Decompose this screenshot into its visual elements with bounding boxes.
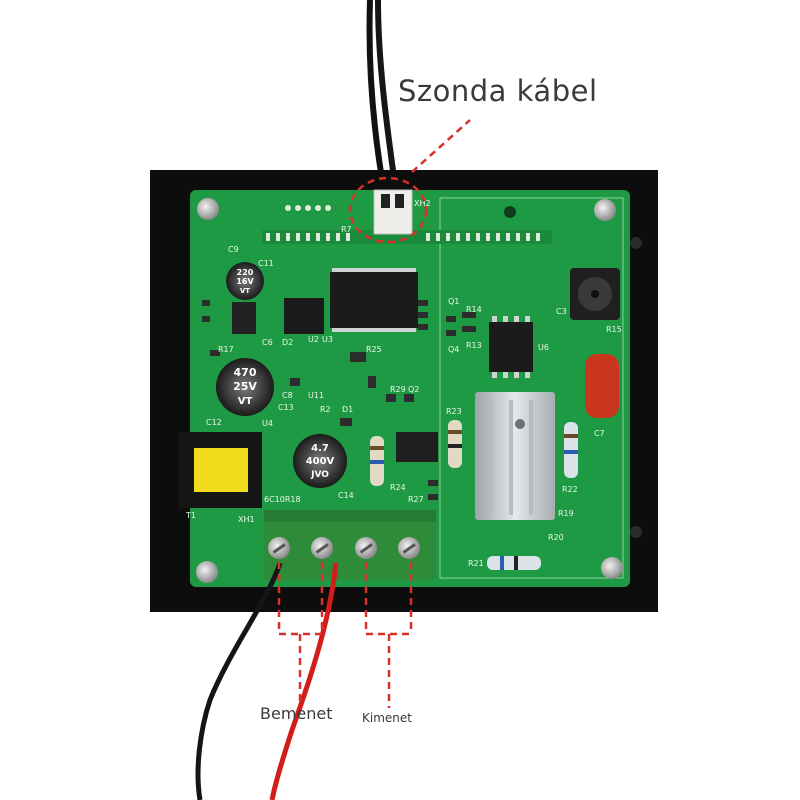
silk-u11: U11 xyxy=(308,391,324,400)
film-capacitor-c7 xyxy=(585,354,619,418)
cap-c14-line1: 4.7 xyxy=(311,443,329,454)
silk-r7: R7 xyxy=(341,225,352,234)
probe-connector xyxy=(373,189,413,235)
cap-c11-line1: 220 xyxy=(237,268,254,277)
silk-r17: R17 xyxy=(218,345,234,354)
silk-c14: C14 xyxy=(338,491,354,500)
cap-c13-line3: VT xyxy=(238,396,253,407)
silk-r27: R27 xyxy=(408,495,424,504)
silk-c12: C12 xyxy=(206,418,222,427)
silk-q1: Q1 xyxy=(448,297,459,306)
silk-r25: R25 xyxy=(366,345,382,354)
silk-r22: R22 xyxy=(562,485,578,494)
silk-u2: U2 xyxy=(308,335,319,344)
cap-c11-line3: VT xyxy=(240,287,250,295)
silk-c8: C8 xyxy=(282,391,293,400)
heatsink xyxy=(475,392,555,520)
pcb-section-outline xyxy=(439,197,624,579)
cap-c14-line3: JVO xyxy=(310,470,329,480)
transformer xyxy=(178,432,262,508)
silk-d2: D2 xyxy=(282,338,293,347)
capacitor-c11: 220 16V VT xyxy=(226,262,264,300)
terminal-block xyxy=(264,510,436,580)
input-wires xyxy=(195,562,339,800)
input-label: Bemenet xyxy=(260,704,333,723)
silk-c3: C3 xyxy=(556,307,567,316)
silk-r21: R21 xyxy=(468,559,484,568)
silk-c11: C11 xyxy=(258,259,274,268)
silk-u4: U4 xyxy=(262,419,273,428)
probe-cable xyxy=(366,0,398,186)
silk-ic-board: 6C10R18 xyxy=(264,495,301,504)
silk-r24: R24 xyxy=(390,483,406,492)
silk-xh1: XH1 xyxy=(238,515,255,524)
silk-c6: C6 xyxy=(262,338,273,347)
output-label: Kimenet xyxy=(362,711,412,725)
silkscreen-labels: C9 C11 C6 C8 C12 C13 C14 C3 C7 R2 R7 R13… xyxy=(185,199,622,568)
cap-c14-line2: 400V xyxy=(306,456,335,467)
silk-r23: R23 xyxy=(446,407,462,416)
resistors xyxy=(370,420,578,570)
silk-r2: R2 xyxy=(320,405,331,414)
probe-highlight-ellipse xyxy=(348,176,428,244)
silk-r14: R14 xyxy=(466,305,482,314)
silk-r15: R15 xyxy=(606,325,622,334)
silk-c13: C13 xyxy=(278,403,294,412)
silk-d1: D1 xyxy=(342,405,353,414)
cap-c11-line2: 16V xyxy=(236,277,254,286)
silk-r29: R29 xyxy=(390,385,406,394)
silk-r20: R20 xyxy=(548,533,564,542)
silk-u6: U6 xyxy=(538,343,549,352)
mounting-screws xyxy=(196,198,642,583)
silk-t1: T1 xyxy=(185,511,196,520)
cap-c13-line1: 470 xyxy=(234,366,257,379)
capacitor-c14: 4.7 400V JVO xyxy=(293,434,347,488)
silk-c9: C9 xyxy=(228,245,239,254)
terminal-screws xyxy=(268,537,420,559)
silk-u3: U3 xyxy=(322,335,333,344)
smd-components xyxy=(202,300,476,500)
buzzer xyxy=(570,268,620,320)
integrated-circuits xyxy=(232,268,533,462)
header-pin-row xyxy=(262,205,552,244)
capacitor-c13: 470 25V VT xyxy=(216,358,274,416)
silk-c7: C7 xyxy=(594,429,605,438)
probe-cable-label: Szonda kábel xyxy=(398,74,598,108)
annotation-marks xyxy=(277,119,471,708)
silk-q2: Q2 xyxy=(408,385,419,394)
probe-pointer-line xyxy=(411,119,471,173)
silk-xh2: XH2 xyxy=(414,199,431,208)
silk-r13: R13 xyxy=(466,341,482,350)
silk-q4: Q4 xyxy=(448,345,459,354)
cap-c13-line2: 25V xyxy=(233,380,257,393)
silk-r19: R19 xyxy=(558,509,574,518)
